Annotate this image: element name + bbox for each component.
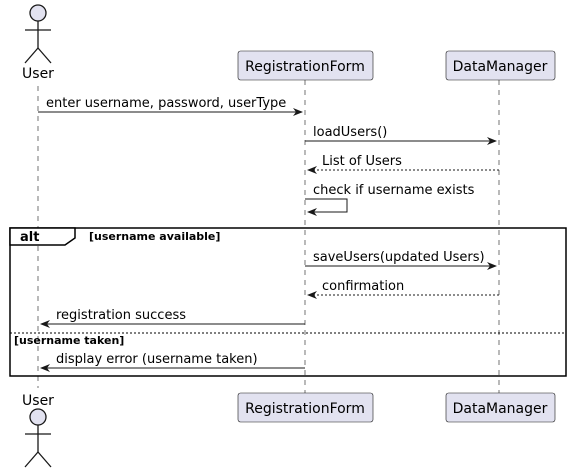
participant-registration-form-bottom: RegistrationForm (237, 392, 374, 423)
alt-frame-label: alt (20, 230, 39, 245)
participant-label: DataManager (453, 401, 548, 417)
participant-data-manager-top: DataManager (445, 50, 556, 81)
participant-registration-form-top: RegistrationForm (237, 50, 374, 81)
message-registration-success: registration success (40, 308, 305, 328)
message-display-error: display error (username taken) (40, 352, 305, 372)
participant-label: DataManager (453, 59, 548, 75)
message-label: check if username exists (313, 183, 475, 198)
message-load-users: loadUsers() (305, 125, 497, 145)
message-label: registration success (56, 308, 186, 323)
participant-label: RegistrationForm (245, 401, 365, 417)
actor-figure-icon (24, 408, 52, 468)
participant-data-manager-bottom: DataManager (445, 392, 556, 423)
actor-label: User (22, 393, 54, 409)
alt-frame: alt [username available] [username taken… (9, 227, 567, 377)
alt-guard-taken: [username taken] (14, 334, 124, 347)
message-save-users: saveUsers(updated Users) (305, 250, 497, 270)
message-label: confirmation (322, 279, 404, 294)
message-arrow (305, 198, 348, 216)
alt-frame-tab (9, 227, 76, 246)
message-enter-credentials: enter username, password, userType (38, 96, 303, 116)
message-check-username: check if username exists (305, 183, 475, 216)
message-label: enter username, password, userType (46, 96, 286, 111)
message-list-of-users: List of Users (307, 154, 499, 174)
participant-label: RegistrationForm (245, 59, 365, 75)
actor-label: User (22, 66, 54, 82)
alt-guard-available: [username available] (89, 230, 220, 243)
message-label: saveUsers(updated Users) (313, 250, 485, 265)
message-confirmation: confirmation (307, 279, 499, 299)
actor-figure-icon (24, 4, 52, 64)
actor-user-bottom: User (22, 393, 54, 468)
message-label: display error (username taken) (56, 352, 258, 367)
message-label: List of Users (322, 154, 402, 169)
message-label: loadUsers() (313, 125, 387, 140)
actor-user-top: User (22, 4, 54, 82)
